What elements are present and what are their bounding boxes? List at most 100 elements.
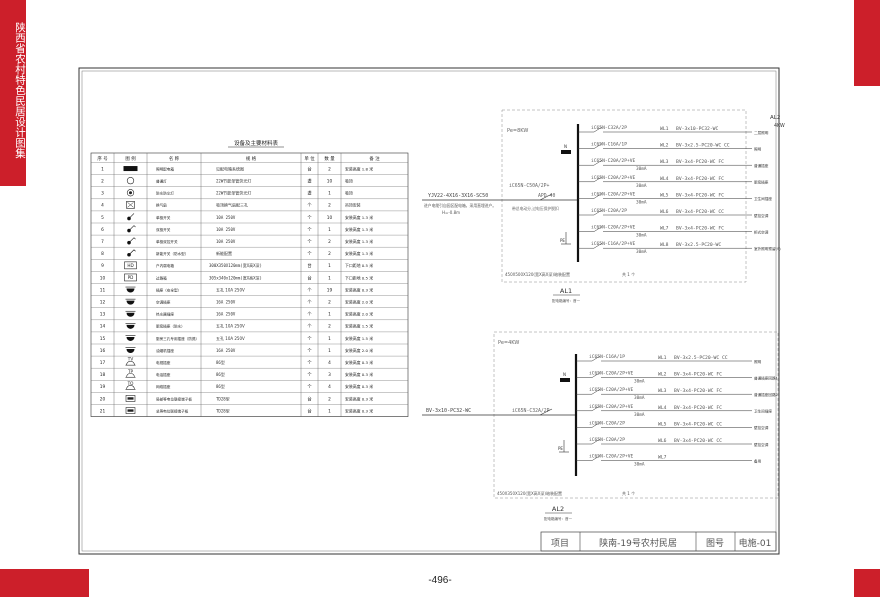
page-number: -496- <box>428 575 452 586</box>
row-number: 6 <box>101 227 104 233</box>
row-name: 油烟机插座 <box>156 348 174 353</box>
al1-n-bar <box>561 150 571 154</box>
row-unit: 个 <box>307 384 312 390</box>
row-spec: 86型 <box>216 383 225 389</box>
circuit-id: WL4 <box>658 405 667 411</box>
circuit-cable: BV-3x4-PC20-WC CC <box>676 209 724 215</box>
circuit-cable: BV-3x4-PC20-WC FC <box>674 388 722 394</box>
circuit-cable: BV-3x4-PC20-WC CC <box>674 421 722 427</box>
socket-icon <box>126 300 135 305</box>
row-number: 21 <box>100 408 106 414</box>
row-name: 网络插座 <box>156 384 171 389</box>
row-number: 3 <box>101 191 104 197</box>
circuit-load: 普通插座回路1 <box>754 375 778 380</box>
circuit-cable: BV-3x4-PC20-WC CC <box>674 438 722 444</box>
al1-main-switch <box>539 193 553 201</box>
right-top-band <box>854 0 880 86</box>
al1-power: Pe=8KW <box>507 128 528 134</box>
row-name: 电视插座 <box>156 360 171 365</box>
title-block-frame <box>540 531 777 552</box>
row-unit: 个 <box>307 348 312 354</box>
row-name: 总等电位联接端子板 <box>156 408 189 413</box>
row-note: 安装高度 1.3 米 <box>345 227 373 232</box>
breaker-switch-icon <box>591 455 601 461</box>
row-name: 电话插座 <box>156 372 171 377</box>
bonding-terminal-bar-icon <box>127 409 134 412</box>
row-note: 安装高度 1.5 米 <box>345 324 373 329</box>
circuit-load: 壁挂空调 <box>754 213 769 218</box>
al2-main-switch <box>539 408 553 416</box>
row-unit: 个 <box>307 299 312 305</box>
breaker-switch-icon <box>593 226 603 232</box>
row-spec: 86型 <box>216 359 225 365</box>
switch-lever-icon <box>128 237 135 243</box>
circuit-id: WL3 <box>660 159 669 165</box>
row-qty: 1 <box>328 408 331 414</box>
breaker-switch-icon <box>593 126 603 133</box>
row-spec: 16A 250V <box>216 299 236 304</box>
row-number: 8 <box>101 251 104 257</box>
row-spec: 16A 250V <box>216 312 236 317</box>
row-number: 4 <box>101 203 104 209</box>
lamp-dot-icon <box>129 191 132 195</box>
row-number: 11 <box>100 287 106 293</box>
row-spec: 86型 <box>216 371 225 377</box>
breaker-switch-icon <box>591 372 601 378</box>
row-number: 17 <box>100 360 106 366</box>
al2-n-bar <box>560 378 570 382</box>
rcd-rating: 30mA <box>634 395 645 401</box>
breaker-spec: iC65N-C20A/2P <box>589 437 625 443</box>
row-name: 过路箱 <box>156 275 167 280</box>
circuit-cable: BV-3x10-PC32-WC <box>676 126 719 132</box>
row-qty: 2 <box>328 396 331 402</box>
row-unit: 个 <box>307 227 312 233</box>
circuit-id: WL5 <box>658 421 667 427</box>
breaker-switch-icon <box>593 143 603 149</box>
row-number: 10 <box>100 275 106 281</box>
row-qty: 19 <box>327 287 333 293</box>
row-name: 插座（安全型） <box>156 287 181 292</box>
row-note: 吸顶 <box>345 191 353 196</box>
row-qty: 2 <box>328 251 331 257</box>
breaker-spec: iC65N-C32A/2P <box>591 125 627 131</box>
row-note: 安装高度 0.3 米 <box>345 372 373 377</box>
circuit-load: 卫生间插座 <box>754 409 772 414</box>
row-number: 9 <box>101 263 104 269</box>
row-note: 安装高度 2.0 米 <box>345 348 373 353</box>
rcd-rating: 30mA <box>636 166 647 172</box>
switch-lever-icon <box>128 213 135 219</box>
circuit-id: WL2 <box>658 372 667 378</box>
row-spec: 五孔 10A 250V <box>216 323 245 329</box>
circuit-id: WL2 <box>660 143 669 149</box>
breaker-spec: iC65N-C16A/1P <box>591 142 627 148</box>
row-qty: 4 <box>328 384 331 390</box>
breaker-switch-icon <box>593 209 603 216</box>
row-name: 厨房三孔专用插座（防溅） <box>156 336 199 341</box>
left-bottom-band <box>0 569 89 597</box>
switch-lever-icon <box>128 249 135 255</box>
distribution-box-icon <box>123 166 138 172</box>
row-qty: 2 <box>328 166 331 172</box>
circuit-id: WL1 <box>658 355 667 361</box>
breaker-switch-icon <box>593 193 603 199</box>
cabinet-icon <box>124 273 137 282</box>
row-name: 新能开关（防水型） <box>156 251 188 256</box>
al1-panel: Pe=8KW YJV22-4X16-3X16-SC50 进户电缆引自园区配电箱，… <box>422 109 785 303</box>
row-number: 12 <box>100 299 106 305</box>
al1-incoming-depth: H=-0.8m <box>442 210 460 215</box>
breaker-spec: iC65N-C20A/2P+VE <box>589 387 633 393</box>
